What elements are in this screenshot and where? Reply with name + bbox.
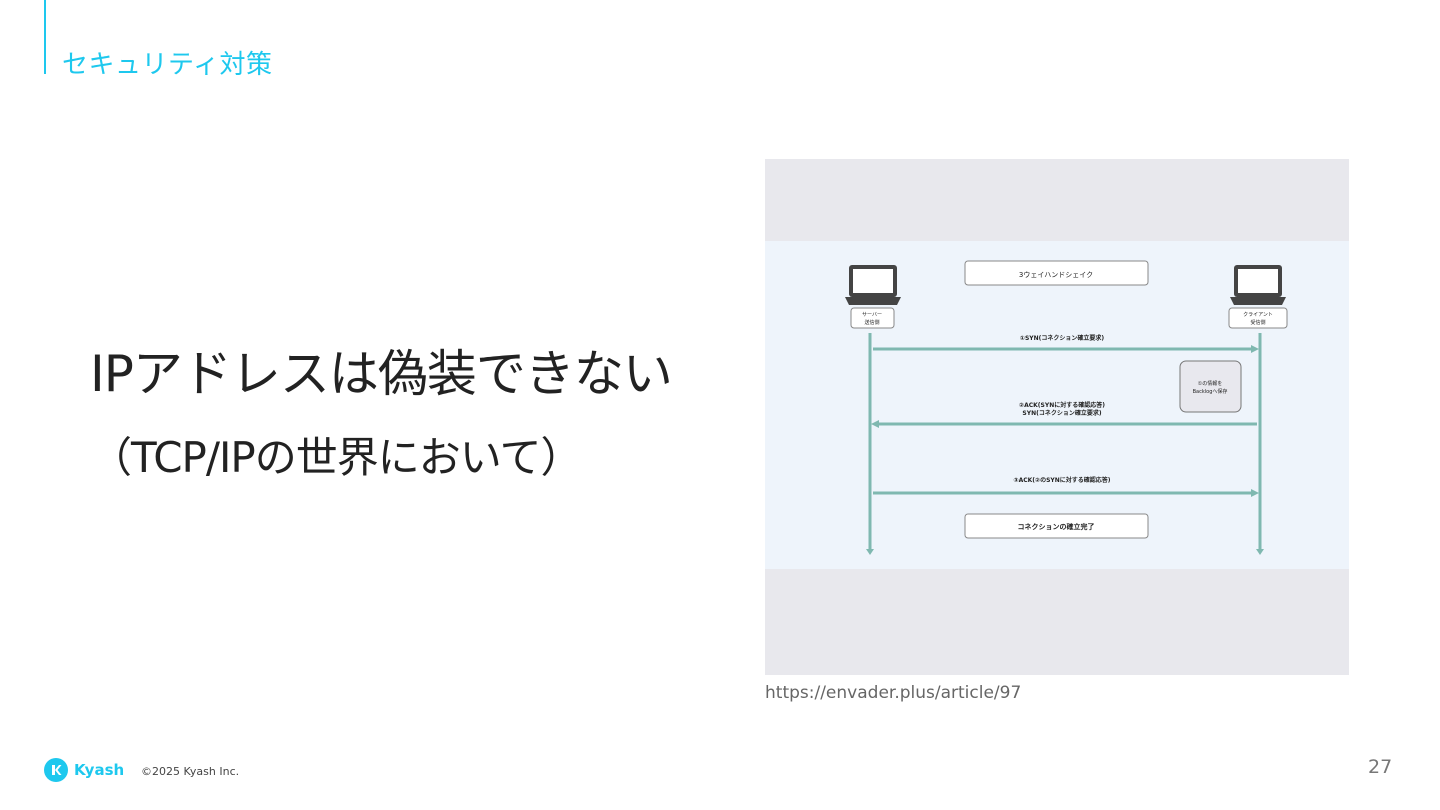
step1-label: ①SYN(コネクション確立要求) <box>1020 334 1105 342</box>
server-label-line1: サーバー <box>862 312 882 318</box>
step2-label-line1: ②ACK(SYNに対する確認応答) <box>1019 401 1105 409</box>
client-label-line2: 受信側 <box>1250 319 1265 326</box>
complete-label: コネクションの確立完了 <box>1018 522 1095 531</box>
note-line1: ①の情報を <box>1198 380 1222 387</box>
step2-label-line2: SYN(コネクション確立要求) <box>1022 409 1101 417</box>
step3-label: ③ACK(②のSYNに対する確認応答) <box>1013 476 1110 484</box>
page-number: 27 <box>1368 756 1393 778</box>
slide-subline: （TCP/IPの世界において） <box>90 433 582 482</box>
client-laptop-icon <box>1230 265 1286 305</box>
note-line2: Backlogへ保存 <box>1193 388 1228 395</box>
server-laptop-icon <box>845 265 901 305</box>
kyash-logo: Kyash <box>44 758 124 782</box>
handshake-diagram: 3ウェイハンドシェイク サーバー 送信側 クライアント 受信側 ①SYN(コネク… <box>765 159 1349 675</box>
server-label-line2: 送信側 <box>864 319 879 326</box>
section-title: セキュリティ対策 <box>62 50 273 80</box>
diagram-title: 3ウェイハンドシェイク <box>1019 271 1093 279</box>
copyright: ©2025 Kyash Inc. <box>141 765 240 778</box>
client-label-line1: クライアント <box>1243 312 1273 318</box>
kyash-logo-icon <box>44 758 68 782</box>
logo-text: Kyash <box>74 761 125 779</box>
slide-headline: IPアドレスは偽装できない <box>90 345 673 403</box>
source-link[interactable]: https://envader.plus/article/97 <box>765 683 1022 703</box>
header-accent-bar <box>44 0 46 74</box>
